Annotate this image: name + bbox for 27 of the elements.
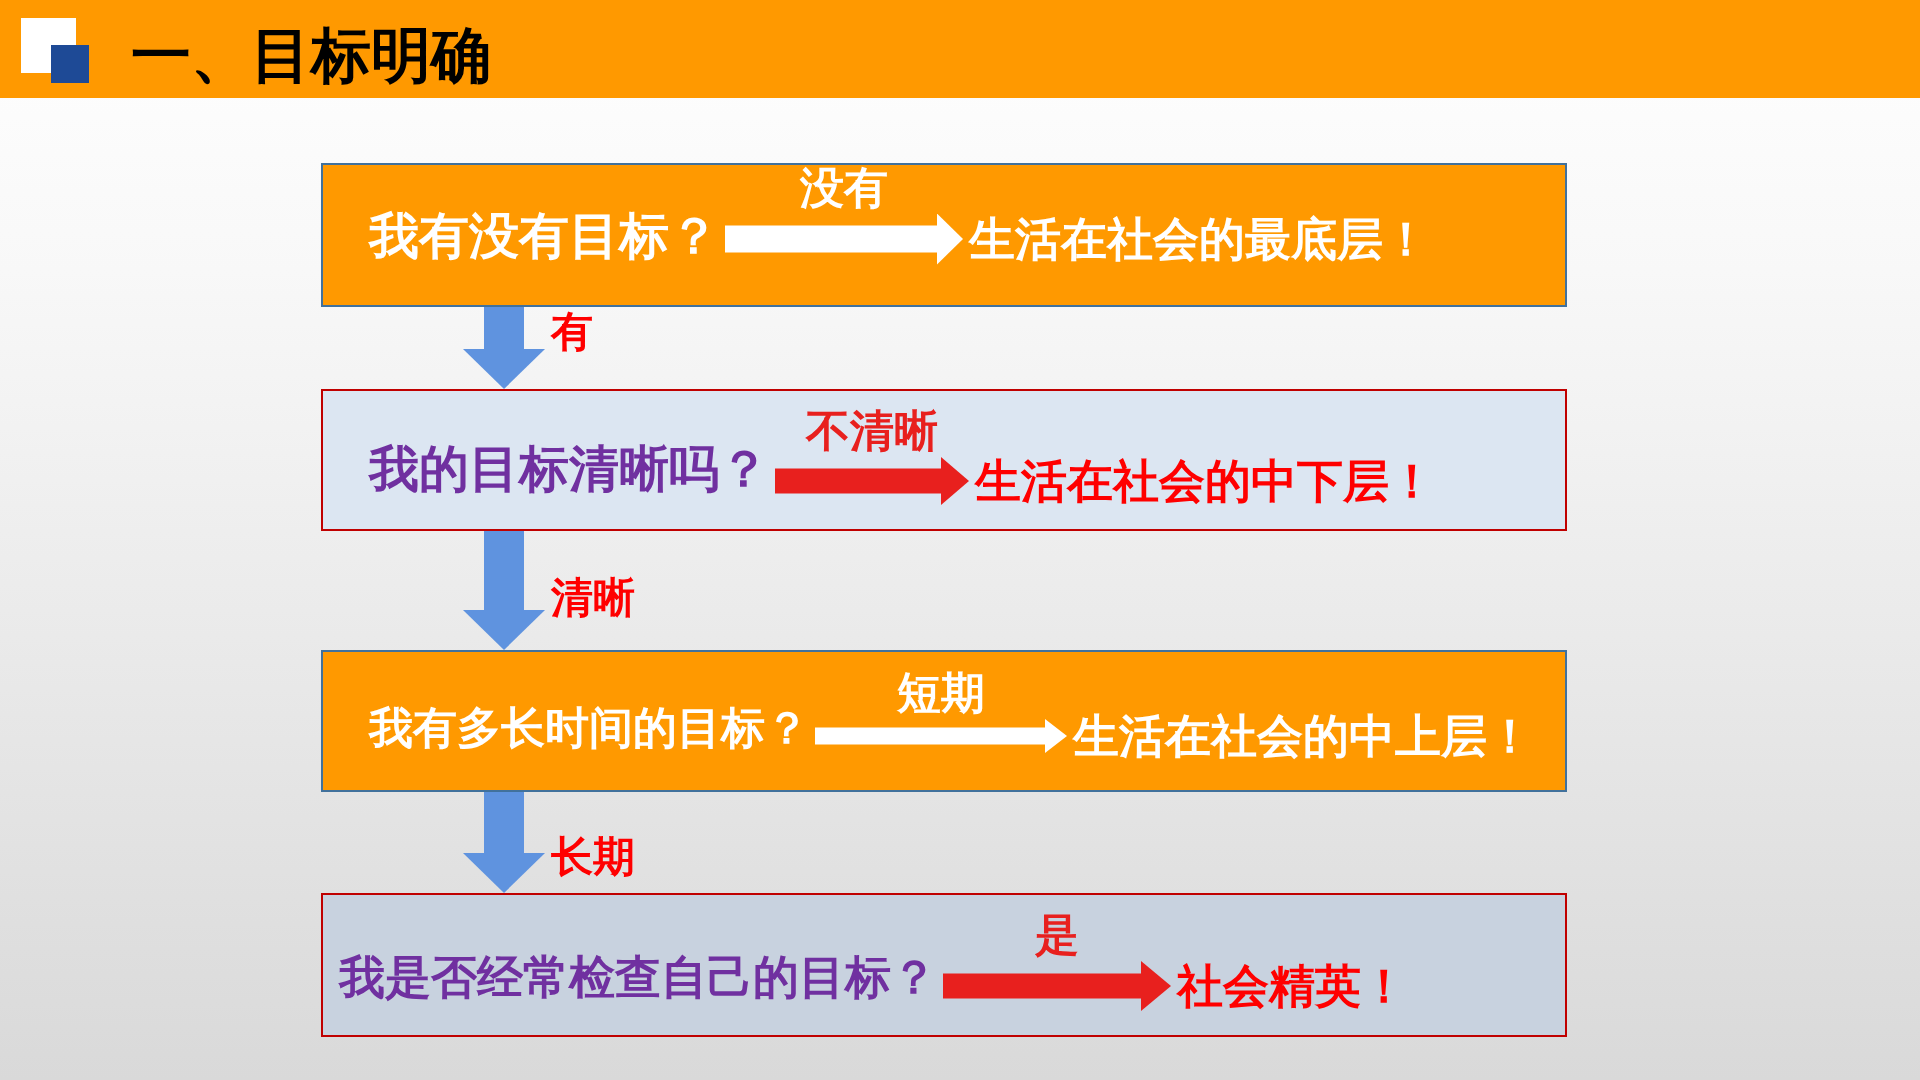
block-arrow xyxy=(463,792,545,893)
outcome-text: 生活在社会的最底层！ xyxy=(969,212,1429,266)
process-box xyxy=(321,389,1567,531)
question-text: 我的目标清晰吗？ xyxy=(369,440,769,498)
arrow xyxy=(943,961,1171,1011)
outcome-text: 社会精英！ xyxy=(1177,959,1407,1013)
question-text: 我有多长时间的目标？ xyxy=(369,702,809,754)
edge-label: 长期 xyxy=(551,833,635,880)
outcome-text: 生活在社会的中上层！ xyxy=(1073,709,1533,763)
arrow xyxy=(815,719,1067,753)
arrow xyxy=(725,213,963,265)
process-box xyxy=(321,163,1567,307)
title: 一、目标明确 xyxy=(131,22,491,88)
edge-label: 不清晰 xyxy=(806,406,938,455)
edge-label: 有 xyxy=(551,308,593,356)
question-text: 我是否经常检查自己的目标？ xyxy=(339,950,937,1004)
outcome-text: 生活在社会的中下层！ xyxy=(975,454,1435,508)
question-text: 我有没有目标？ xyxy=(369,207,719,265)
process-box xyxy=(321,650,1567,792)
edge-label: 清晰 xyxy=(551,574,635,621)
edge-label: 是 xyxy=(1035,910,1079,959)
arrow xyxy=(775,457,969,505)
block-arrow xyxy=(463,307,545,389)
edge-label: 没有 xyxy=(800,163,888,212)
process-box xyxy=(321,893,1567,1037)
block-arrow xyxy=(463,531,545,650)
edge-label: 短期 xyxy=(897,668,985,717)
